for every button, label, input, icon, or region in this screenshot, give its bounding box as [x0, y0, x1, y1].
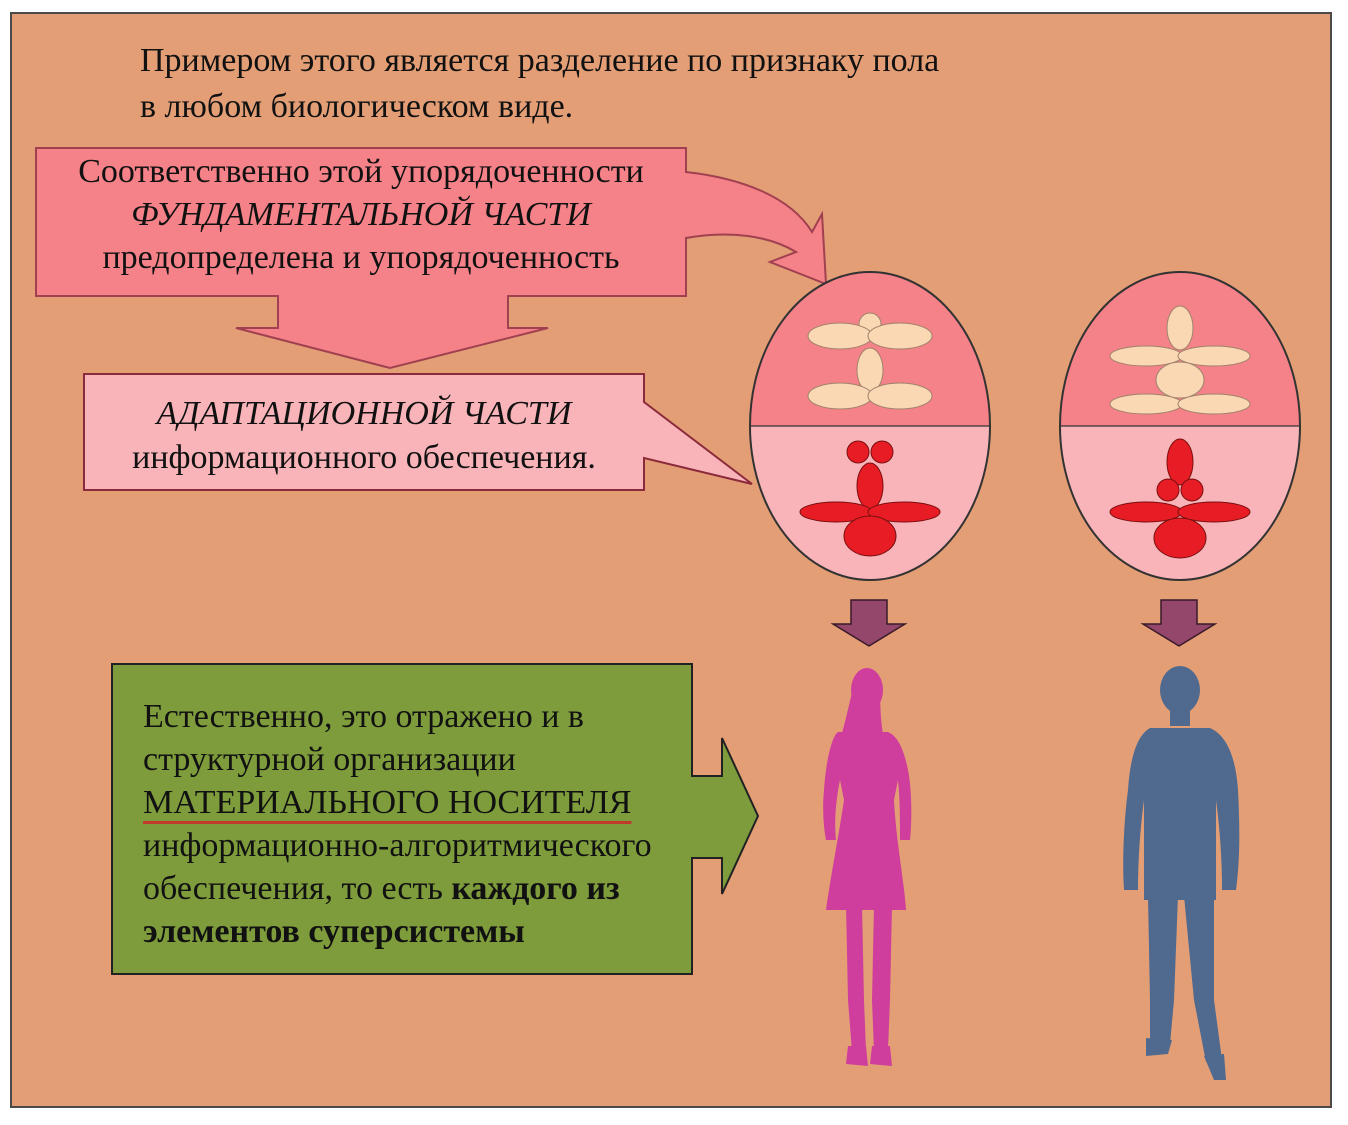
green-callout-text: Естественно, это отражено и в структурно…: [143, 695, 703, 953]
green-line-4: информационно-алгоритмического: [143, 827, 652, 864]
male-silhouette: [1123, 666, 1240, 1080]
green-line-5-plain: обеспечения, то есть: [143, 870, 452, 907]
callout-fundamental-line-3: предопределена и упорядоченность: [102, 239, 620, 276]
male-cell-diagram: [1059, 271, 1301, 581]
green-line-2: структурной организации: [143, 741, 516, 778]
callout-adaptation-line-2: информационного обеспечения.: [132, 439, 596, 476]
callout-adaptation-line-1: АДАПТАЦИОННОЙ ЧАСТИ: [156, 395, 572, 432]
green-callout-shape: [111, 663, 760, 975]
green-line-5-bold: каждого из: [451, 870, 620, 907]
callout-adaptation-shape: [83, 373, 753, 491]
green-line-6-bold: элементов суперсистемы: [143, 913, 525, 950]
material-carrier-term: МАТЕРИАЛЬНОГО НОСИТЕЛЯ: [143, 784, 632, 821]
green-line-1: Естественно, это отражено и в: [143, 698, 584, 735]
down-arrow-female: [830, 599, 908, 647]
callout-fundamental-line-1: Соответственно этой упорядоченности: [78, 153, 644, 190]
callout-adaptation-text: АДАПТАЦИОННОЙ ЧАСТИ информационного обес…: [84, 392, 644, 480]
down-arrow-male: [1140, 599, 1218, 647]
callout-fundamental-text: Соответственно этой упорядоченности ФУНД…: [36, 150, 686, 279]
callout-fundamental-line-2: ФУНДАМЕНТАЛЬНОЙ ЧАСТИ: [131, 196, 591, 233]
callout-fundamental-shape: [35, 147, 828, 370]
female-cell-diagram: [749, 271, 991, 581]
intro-text: Примером этого является разделение по пр…: [140, 38, 1040, 130]
female-silhouette: [823, 668, 912, 1066]
intro-line-1: Примером этого является разделение по пр…: [140, 42, 940, 79]
intro-line-2: в любом биологическом виде.: [140, 88, 574, 125]
